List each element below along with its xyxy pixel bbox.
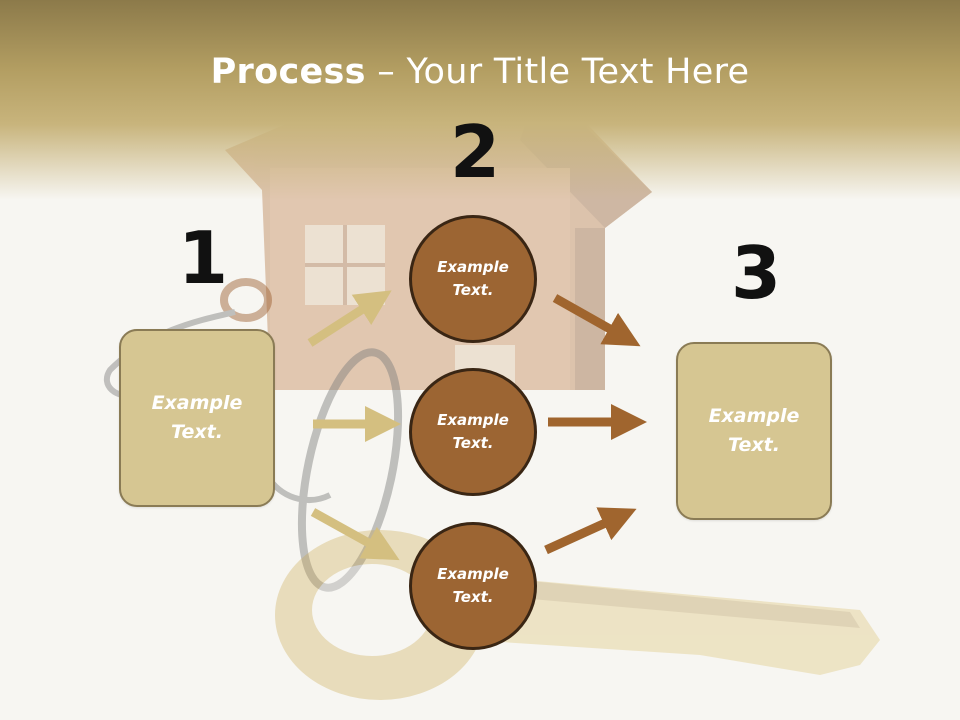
right-text-box-line1: Example: [708, 405, 800, 427]
circle-step-1-content: Example Text.: [437, 256, 509, 302]
circle-step-2-content: Example Text.: [437, 409, 509, 455]
step-number-1: 1: [178, 216, 229, 300]
right-text-box-line2: Text.: [728, 434, 780, 456]
circle-step-1[interactable]: Example Text.: [409, 215, 537, 343]
arrow-circle-1-to-right: [552, 294, 641, 347]
arrow-left-to-circle-1: [307, 290, 392, 347]
slide-title-rest: – Your Title Text Here: [365, 52, 750, 92]
header-band: [0, 0, 960, 200]
left-text-box[interactable]: Example Text.: [119, 329, 275, 507]
right-text-box-content: Example Text.: [709, 402, 800, 460]
right-text-box[interactable]: Example Text.: [676, 342, 832, 520]
slide-title-bold: Process: [210, 52, 366, 92]
circle-step-3[interactable]: Example Text.: [409, 522, 537, 650]
circle-step-3-content: Example Text.: [437, 563, 509, 609]
circle-step-3-line2: Text.: [452, 588, 494, 606]
circle-step-1-line2: Text.: [452, 281, 494, 299]
step-number-3: 3: [731, 231, 782, 315]
left-text-box-content: Example Text.: [152, 389, 243, 447]
circle-step-1-line1: Example: [437, 258, 509, 276]
arrow-circle-3-to-right: [544, 507, 637, 555]
circle-step-3-line1: Example: [437, 565, 509, 583]
arrow-left-to-circle-3: [310, 508, 400, 561]
left-text-box-line1: Example: [151, 392, 243, 414]
step-number-2: 2: [450, 110, 501, 194]
circle-step-2-line2: Text.: [452, 434, 494, 452]
circle-step-2[interactable]: Example Text.: [409, 368, 537, 496]
left-text-box-line2: Text.: [171, 421, 223, 443]
slide-title: Process – Your Title Text Here: [0, 52, 960, 92]
circle-step-2-line1: Example: [437, 411, 509, 429]
